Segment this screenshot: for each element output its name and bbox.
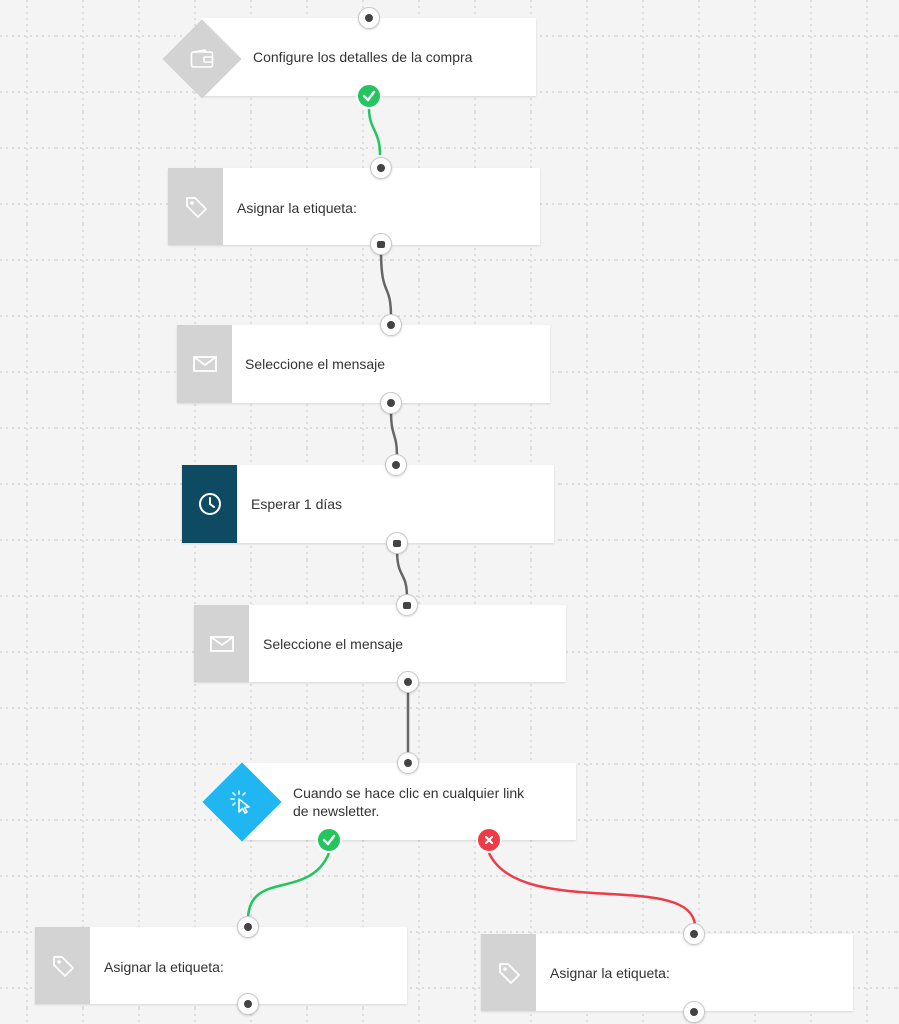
node-tag-no-icon-box: [481, 934, 536, 1011]
node-tag1[interactable]: Asignar la etiqueta:: [168, 168, 540, 245]
node-wait-icon-box: [182, 465, 237, 543]
node-label: Asignar la etiqueta:: [237, 200, 357, 216]
tag-icon: [52, 955, 74, 977]
wire-click-no: [487, 852, 697, 926]
node-label: Asignar la etiqueta:: [104, 959, 224, 975]
node-tag-yes-icon-box: [35, 927, 90, 1004]
port-out-msg1[interactable]: [380, 392, 402, 414]
node-label: Seleccione el mensaje: [245, 356, 386, 372]
port-in-msg2[interactable]: [396, 594, 418, 616]
tag-icon: [498, 962, 520, 984]
envelope-icon: [192, 356, 217, 372]
wire-purchase-tag1: [367, 107, 382, 156]
port-in-purchase[interactable]: [358, 7, 380, 29]
clock-icon: [198, 493, 221, 515]
node-tag-yes[interactable]: Asignar la etiqueta:: [35, 927, 407, 1004]
node-tag-no[interactable]: Asignar la etiqueta:: [481, 934, 853, 1011]
node-tag1-icon-box: [168, 168, 223, 245]
wire-msg1-wait: [389, 409, 399, 459]
success-check-icon[interactable]: [356, 83, 382, 109]
port-in-wait[interactable]: [385, 454, 407, 476]
node-click[interactable]: Cuando se hace clic en cualquier link de…: [242, 763, 576, 840]
port-out-tag-yes[interactable]: [237, 993, 259, 1015]
port-in-msg1[interactable]: [380, 314, 402, 336]
node-purchase-icon-box: [162, 19, 242, 99]
port-in-tag-yes[interactable]: [237, 916, 259, 938]
port-in-click[interactable]: [397, 752, 419, 774]
port-in-tag-no[interactable]: [683, 923, 705, 945]
wallet-icon: [190, 49, 214, 68]
node-label: Cuando se hace clic en cualquier link de…: [293, 785, 525, 819]
node-msg1[interactable]: Seleccione el mensaje: [177, 325, 550, 403]
node-msg1-icon-box: [177, 325, 232, 403]
tag-icon: [185, 196, 207, 218]
node-label: Seleccione el mensaje: [263, 636, 404, 652]
success-check-icon[interactable]: [316, 827, 342, 853]
wire-click-yes: [246, 852, 331, 919]
node-msg2[interactable]: Seleccione el mensaje: [194, 605, 566, 682]
port-out-tag-no[interactable]: [683, 1001, 705, 1023]
node-click-icon-box: [202, 762, 282, 842]
envelope-icon: [209, 635, 234, 652]
node-label: Esperar 1 días: [251, 496, 343, 512]
failure-cross-icon[interactable]: [476, 827, 502, 853]
port-out-msg2[interactable]: [397, 671, 419, 693]
node-label: Configure los detalles de la compra: [253, 49, 473, 65]
node-label: Asignar la etiqueta:: [550, 965, 670, 981]
node-wait[interactable]: Esperar 1 días: [182, 465, 554, 543]
port-out-tag1[interactable]: [370, 233, 392, 255]
node-msg2-icon-box: [194, 605, 249, 682]
cursor-click-icon: [230, 790, 250, 814]
port-out-wait[interactable]: [386, 532, 408, 554]
port-in-tag1[interactable]: [370, 157, 392, 179]
wire-wait-msg2: [395, 548, 409, 599]
wire-tag1-msg1: [379, 249, 393, 319]
